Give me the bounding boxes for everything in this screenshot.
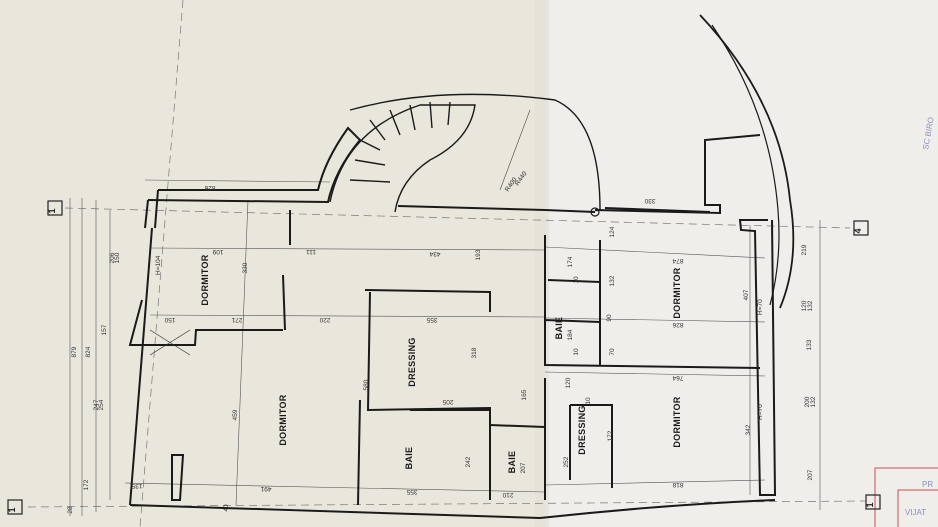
dimension-label: 172 bbox=[607, 430, 614, 441]
shaft-cross bbox=[149, 329, 191, 356]
room-label: DORMITOR bbox=[200, 254, 210, 305]
axis-marker-label: 1 bbox=[865, 502, 875, 507]
margin-text-pr: PR bbox=[922, 480, 933, 489]
room-label: BAIE bbox=[404, 447, 414, 470]
window-label-right-1: H=70 bbox=[757, 299, 764, 315]
room-label: DORMITOR bbox=[278, 394, 288, 445]
dimension-label: 879 bbox=[71, 346, 78, 357]
dimension-label: 40 bbox=[223, 504, 230, 512]
dimension-label: 124 bbox=[609, 226, 616, 237]
curved-staircase bbox=[329, 93, 601, 213]
window-label-right-2: H=70 bbox=[757, 404, 764, 420]
axis-marker-box bbox=[47, 200, 63, 216]
dimension-label: 200 bbox=[804, 396, 811, 407]
dimension-label: 109 bbox=[212, 248, 223, 255]
dimension-label: 10 bbox=[585, 397, 592, 405]
axis-marker-label: 1 bbox=[7, 507, 17, 512]
room-labels: DORMITOR DORMITOR DRESSING BAIE BAIE BAIE DORM… bbox=[200, 254, 682, 473]
dimension-label: 120 bbox=[565, 377, 572, 388]
dimension-label: 764 bbox=[672, 374, 683, 381]
dimension-label: 271 bbox=[231, 316, 242, 323]
dimension-label: 580 bbox=[363, 379, 370, 390]
dimension-label: 111 bbox=[306, 248, 316, 255]
dimension-lines bbox=[69, 179, 821, 516]
axis-gridlines bbox=[27, 0, 866, 527]
dimension-label: 355 bbox=[426, 316, 437, 323]
dimension-label: 132 bbox=[807, 300, 814, 311]
axis-marker-box bbox=[7, 499, 23, 515]
dimension-label: 193 bbox=[475, 249, 482, 260]
axis-marker-box bbox=[865, 494, 881, 510]
axis-marker-box bbox=[853, 220, 869, 236]
room-label: DORMITOR bbox=[672, 267, 682, 318]
dimension-label: 818 bbox=[672, 481, 683, 488]
dimension-label: 318 bbox=[471, 347, 478, 358]
dimension-label: 330 bbox=[242, 262, 249, 273]
dimension-label: 150 bbox=[164, 316, 175, 323]
dimension-label: 132 bbox=[810, 396, 817, 407]
dimension-label: 220 bbox=[319, 316, 330, 323]
room-label: DRESSING bbox=[577, 405, 587, 454]
dimension-label: 165 bbox=[521, 389, 528, 400]
dimension-label: 90 bbox=[606, 314, 613, 322]
dimension-label: 330 bbox=[644, 197, 655, 204]
dimension-label: 157 bbox=[101, 324, 108, 335]
room-label: BAIE bbox=[507, 451, 517, 474]
dimension-label: 10 bbox=[573, 348, 580, 356]
dimension-label: 132 bbox=[609, 275, 616, 286]
dimension-label: 150 bbox=[114, 252, 121, 263]
dimension-label: 206 bbox=[109, 252, 116, 263]
radius-line bbox=[499, 109, 531, 191]
dimension-label: 70 bbox=[609, 348, 616, 356]
margin-text-vijat: VIJAT bbox=[905, 508, 926, 517]
dimension-label: 342 bbox=[745, 424, 752, 435]
dimension-label: 247 bbox=[93, 399, 100, 410]
dimension-label: 874 bbox=[672, 257, 683, 264]
column bbox=[590, 207, 600, 217]
dimension-label: 172 bbox=[83, 479, 90, 490]
dimension-label: 10 bbox=[573, 276, 580, 284]
dimension-label: 207 bbox=[807, 469, 814, 480]
dimension-label: 254 bbox=[98, 399, 105, 410]
dimension-label: 205 bbox=[442, 398, 453, 405]
dimension-label: 826 bbox=[204, 184, 215, 191]
axis-markers: 1 1 4 1 bbox=[7, 200, 881, 515]
room-label: BAIE bbox=[554, 317, 564, 340]
dimension-label: 207 bbox=[520, 462, 527, 473]
axis-marker-label: 1 bbox=[47, 208, 57, 213]
dimension-label: 210 bbox=[502, 491, 513, 498]
walls bbox=[128, 126, 777, 520]
room-label: DRESSING bbox=[407, 337, 417, 386]
dimension-label: 135 bbox=[131, 482, 142, 489]
dimension-label: 826 bbox=[672, 321, 683, 328]
dimension-label: 28 bbox=[67, 506, 74, 514]
axis-marker-label: 4 bbox=[853, 228, 863, 233]
dimension-label: 174 bbox=[567, 256, 574, 267]
dimension-label: 120 bbox=[801, 300, 808, 311]
dimension-label: 252 bbox=[563, 456, 570, 467]
outer-arc-wall bbox=[699, 14, 795, 309]
dimension-label: 133 bbox=[806, 339, 813, 350]
paper-fold bbox=[535, 0, 549, 527]
inner-arc-wall bbox=[711, 24, 780, 306]
dimension-label: 355 bbox=[406, 488, 417, 495]
dimension-label: 824 bbox=[85, 346, 92, 357]
dimension-label: 491 bbox=[260, 485, 271, 492]
dimension-label: 242 bbox=[465, 456, 472, 467]
window-label-left: H=104 bbox=[155, 255, 162, 275]
paper-right-panel bbox=[545, 0, 938, 527]
title-block-stamp bbox=[874, 467, 938, 527]
dimension-label: 184 bbox=[567, 329, 574, 340]
dimension-label: 434 bbox=[429, 250, 440, 257]
radius-label-2: R440 bbox=[514, 170, 529, 187]
dimension-label: 459 bbox=[232, 409, 239, 420]
room-label: DORMITOR bbox=[672, 396, 682, 447]
dimension-label: 407 bbox=[743, 289, 750, 300]
dimension-label: 219 bbox=[801, 244, 808, 255]
